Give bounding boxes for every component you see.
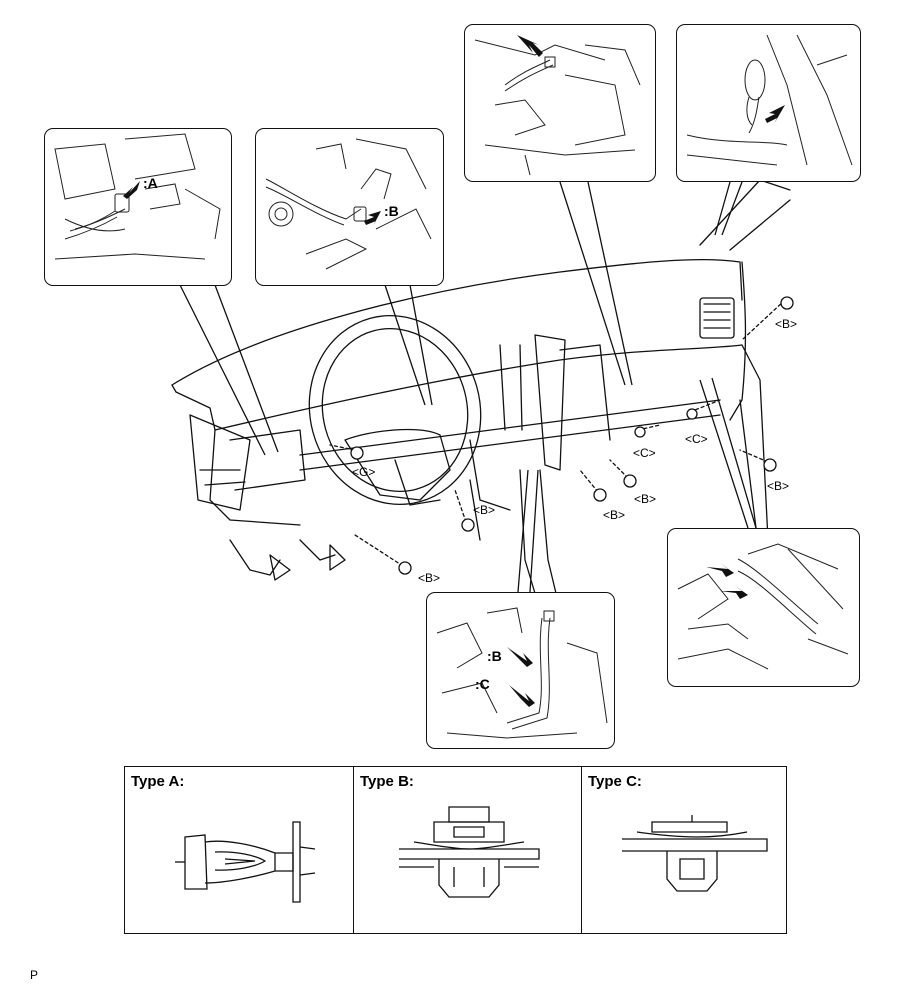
callout-b-bottom: <B> — [418, 571, 441, 585]
type-a-cell: Type A: — [125, 767, 353, 933]
inset-bottom-center-drawing — [436, 607, 608, 739]
type-c-title: Type C: — [588, 773, 642, 790]
inset-right-middle — [667, 528, 860, 687]
inset-top-right-drawing — [686, 34, 853, 166]
callout-c-right: <C> — [685, 432, 708, 446]
callout-g-left: <G> — [352, 465, 376, 479]
label-b-bottom: :B — [487, 648, 502, 664]
callout-b-mid2: <B> — [603, 508, 626, 522]
type-b-title: Type B: — [360, 773, 414, 790]
type-c-cell: Type C: — [581, 767, 787, 933]
label-a: :A — [143, 175, 158, 191]
inset-right-middle-drawing — [677, 543, 849, 670]
inset-top-center-drawing — [265, 138, 432, 270]
label-b-top: :B — [384, 203, 399, 219]
type-a-clip-drawing — [175, 821, 316, 903]
label-c-bottom: :C — [475, 676, 490, 692]
inset-top-left-drawing — [54, 133, 221, 260]
inset-bottom-center: :B :C — [426, 592, 615, 749]
type-b-cell: Type B: — [353, 767, 582, 933]
callout-c-mid: <C> — [633, 446, 656, 460]
inset-top-right-center — [464, 24, 656, 182]
callout-b-mid: <B> — [634, 492, 657, 506]
inset-top-center: :B — [255, 128, 444, 286]
inset-top-left: :A — [44, 128, 232, 286]
callout-b-right-low: <B> — [767, 479, 790, 493]
dashboard-illustration — [171, 179, 794, 641]
callout-b-right-top: <B> — [775, 317, 798, 331]
inset-top-right-center-drawing — [474, 35, 641, 176]
page-code: P — [30, 968, 39, 982]
type-c-clip-drawing — [622, 815, 768, 892]
callout-b-center: <B> — [473, 503, 496, 517]
type-a-title: Type A: — [131, 773, 185, 790]
inset-top-right — [676, 24, 861, 182]
type-b-clip-drawing — [399, 806, 540, 898]
clip-types-table: Type A: Type B: — [124, 766, 787, 934]
